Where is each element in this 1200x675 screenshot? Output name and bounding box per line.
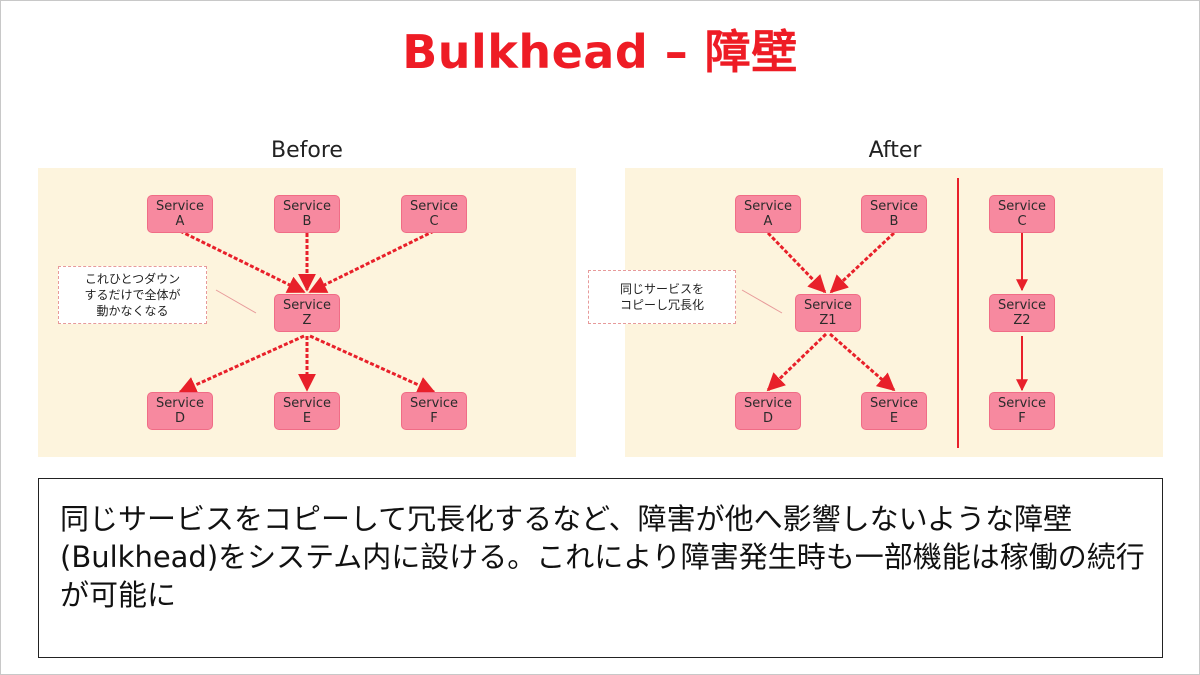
before-note: これひとつダウン するだけで全体が 動かなくなる	[58, 266, 207, 324]
arrow-z-to-f	[309, 334, 436, 394]
after-label: After	[868, 138, 922, 163]
after-note: 同じサービスを コピーし冗長化	[588, 270, 736, 324]
description-box	[38, 478, 1163, 658]
before-note-leader	[215, 289, 257, 314]
slide-title: Bulkhead – 障壁	[402, 25, 798, 79]
arrow-a-to-z	[179, 229, 306, 294]
arrow-z1-to-d	[766, 332, 828, 392]
arrow-z1-to-e	[829, 332, 896, 392]
after-note-leader	[741, 289, 783, 314]
arrow-z-to-d	[178, 334, 305, 394]
arrow-c-to-z	[308, 229, 435, 294]
description-text: 同じサービスをコピーして冗長化するなど、障害が他へ影響しないような障壁(Bulk…	[60, 502, 1145, 612]
arrow-b-to-z1	[829, 231, 896, 294]
before-label: Before	[271, 138, 343, 163]
arrow-a-to-z1	[766, 231, 827, 294]
